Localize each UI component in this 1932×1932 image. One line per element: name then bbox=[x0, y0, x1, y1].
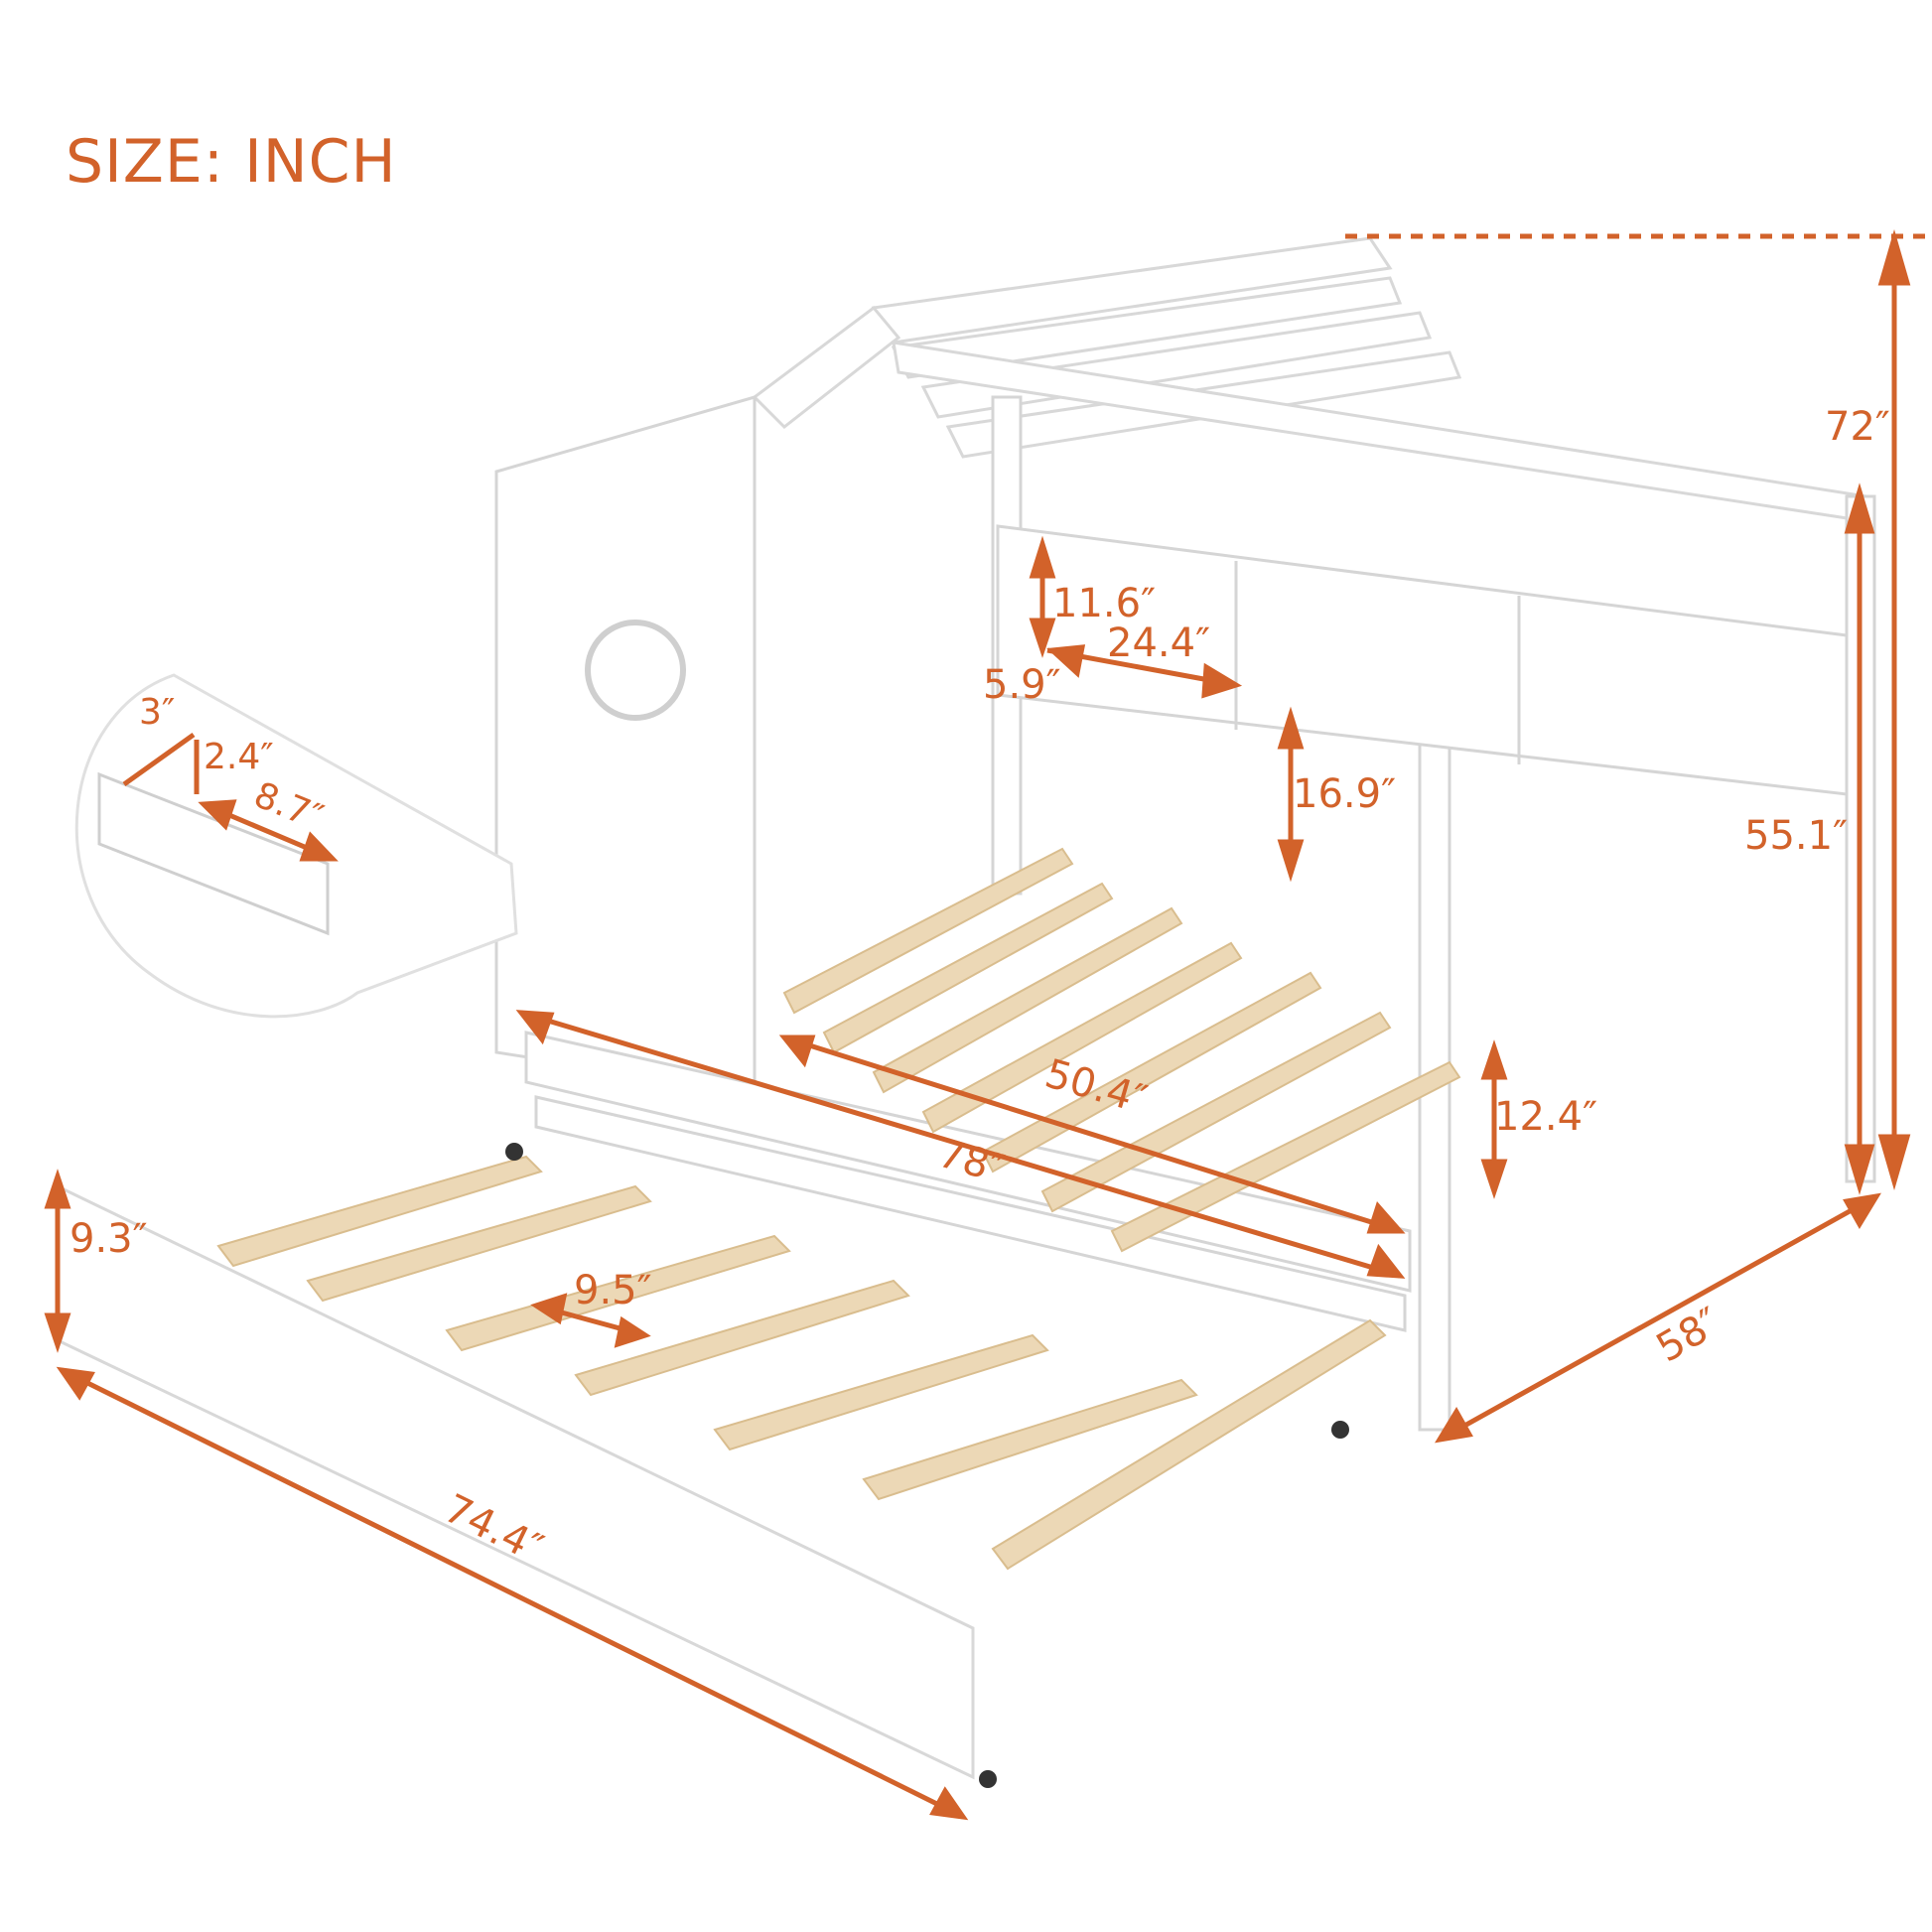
post-height-label: 55.1″ bbox=[1744, 813, 1849, 859]
shelf-depth-label: 5.9″ bbox=[983, 662, 1061, 708]
page-title: SIZE: INCH bbox=[66, 127, 397, 197]
box-depth-label: 3″ bbox=[139, 692, 176, 733]
shelf-clearance-label: 16.9″ bbox=[1293, 771, 1397, 817]
trundle-slats bbox=[216, 1155, 1387, 1571]
guardrail-height-label: 12.4″ bbox=[1494, 1094, 1598, 1140]
trundle-panel bbox=[56, 1183, 975, 1780]
box-height-label: 2.4″ bbox=[204, 737, 274, 777]
shelf-height-label: 11.6″ bbox=[1052, 581, 1157, 626]
slat-gap-label: 9.5″ bbox=[574, 1268, 652, 1313]
overall-height-label: 72″ bbox=[1825, 404, 1890, 450]
trundle-height-label: 9.3″ bbox=[69, 1216, 148, 1262]
main-slats bbox=[782, 847, 1461, 1253]
shelf-width-label: 24.4″ bbox=[1107, 621, 1211, 666]
dimension-lines bbox=[44, 228, 1932, 1821]
shelf-unit bbox=[996, 524, 1849, 796]
casters bbox=[505, 1143, 1349, 1788]
roof bbox=[752, 236, 1868, 523]
headboard bbox=[494, 395, 757, 1094]
